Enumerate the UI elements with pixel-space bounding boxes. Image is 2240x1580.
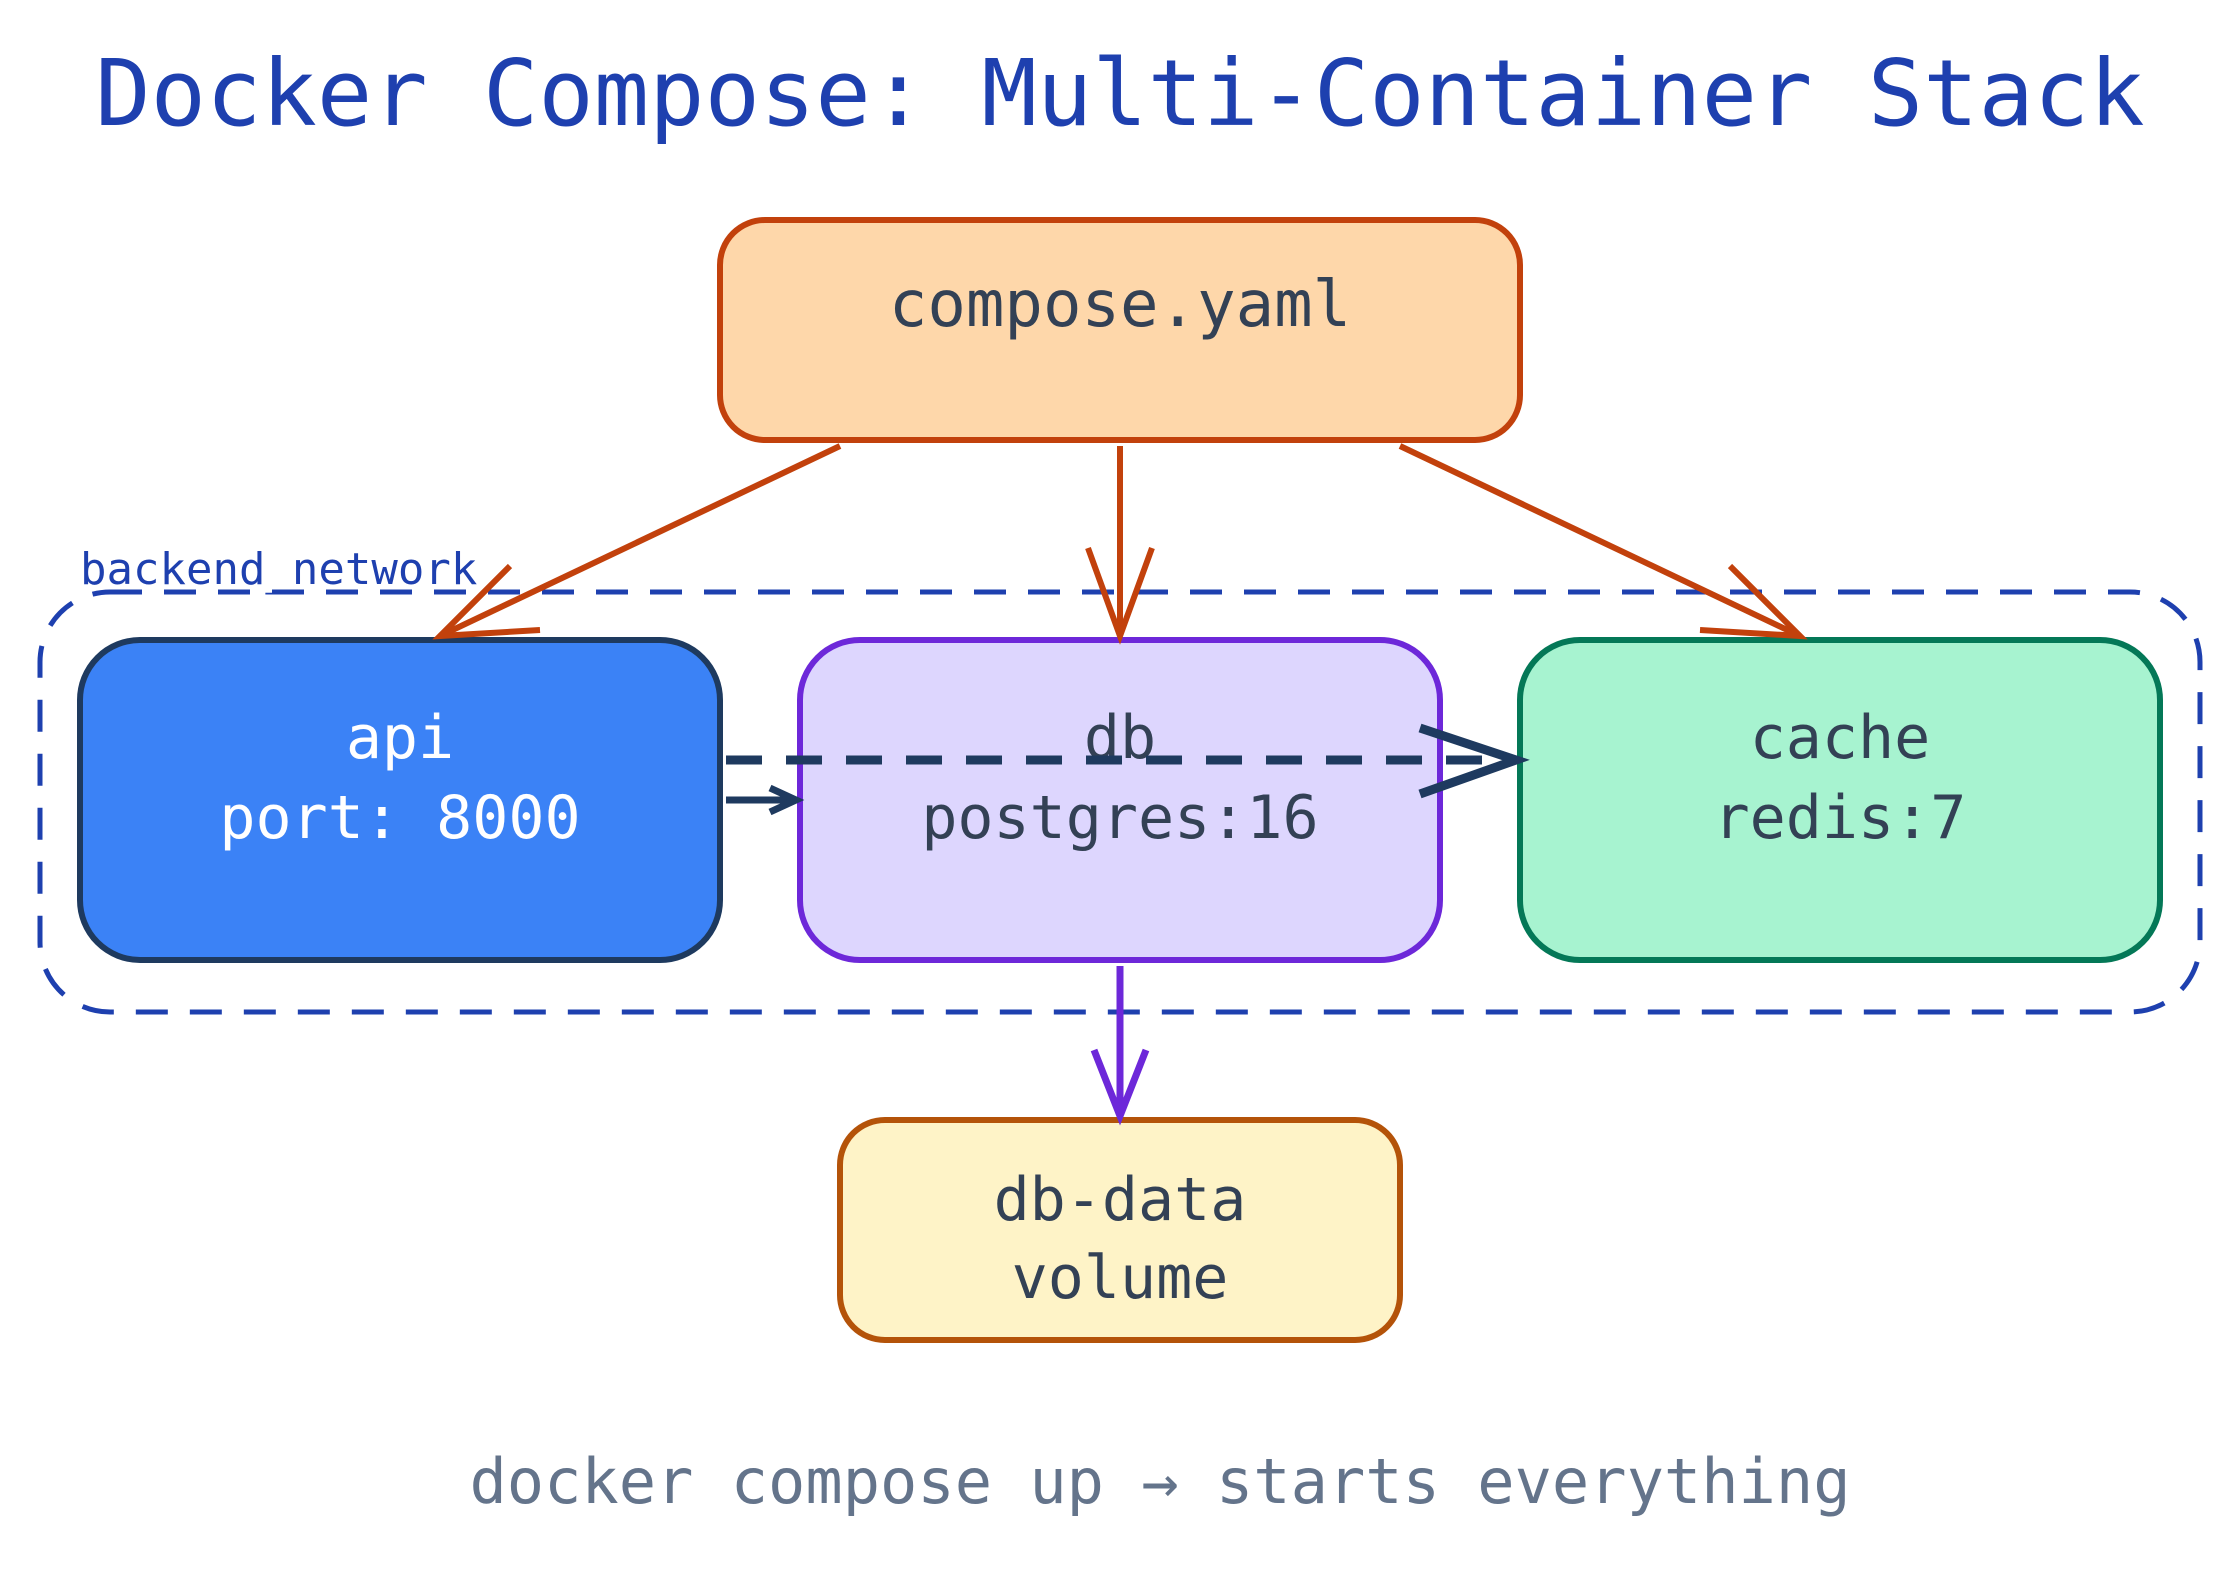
node-db-data-volume[interactable]: db-data volume: [837, 1117, 1403, 1343]
network-label: backend_network: [80, 544, 477, 595]
volume-type: volume: [1012, 1243, 1229, 1313]
db-to-volume-arrowhead: [1090, 1048, 1150, 1126]
compose-to-cache-edge: [1398, 443, 1808, 640]
compose-yaml-box: [717, 217, 1523, 443]
cache-image: redis:7: [1714, 783, 1967, 853]
api-to-db-arrowhead: [768, 784, 805, 816]
node-db[interactable]: db postgres:16: [797, 637, 1443, 963]
api-box: [77, 637, 723, 963]
compose-to-api-edge: [432, 443, 842, 640]
db-to-volume-edge: [1090, 966, 1150, 1126]
compose-to-api-arrowhead: [432, 563, 541, 640]
node-cache[interactable]: cache redis:7: [1517, 637, 2163, 963]
api-name: api: [346, 703, 454, 773]
compose-yaml-label: compose.yaml: [889, 268, 1351, 342]
compose-to-cache-line: [1398, 443, 1802, 639]
cache-name: cache: [1750, 703, 1931, 773]
node-api[interactable]: api port: 8000: [77, 637, 723, 963]
diagram-title: Docker Compose: Multi-Container Stack: [95, 40, 2144, 147]
api-port: port: 8000: [219, 783, 580, 853]
compose-to-db-edge: [1085, 446, 1155, 645]
api-to-cache-edge: [726, 723, 1530, 799]
api-to-db-edge: [726, 784, 805, 816]
footer-caption: docker compose up → starts everything: [469, 1445, 1850, 1518]
cache-box: [1517, 637, 2163, 963]
api-to-cache-arrowhead: [1418, 723, 1530, 799]
compose-to-db-arrowhead: [1085, 546, 1155, 645]
volume-name: db-data: [994, 1165, 1247, 1235]
db-image: postgres:16: [921, 783, 1318, 853]
compose-to-api-line: [438, 443, 842, 639]
node-compose-yaml[interactable]: compose.yaml: [717, 217, 1523, 443]
compose-to-cache-arrowhead: [1699, 563, 1808, 640]
